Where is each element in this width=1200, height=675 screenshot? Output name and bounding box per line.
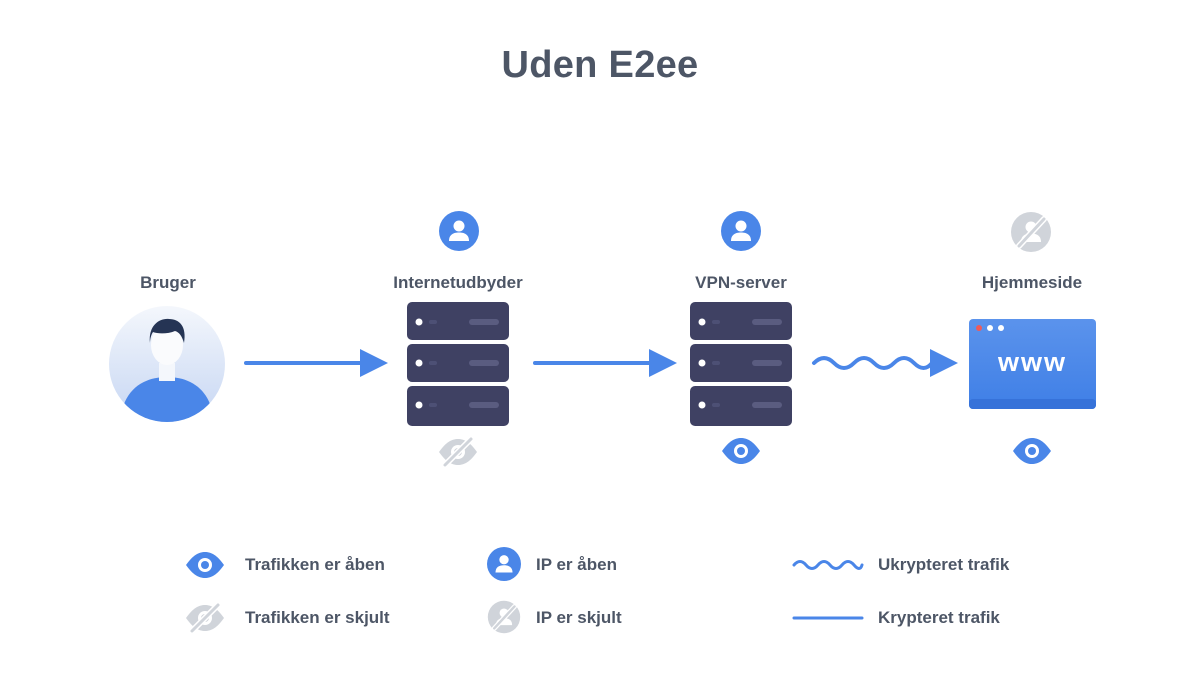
user-avatar xyxy=(109,306,225,422)
legend-ip-hidden-label: IP er skjult xyxy=(536,608,622,627)
legend-ip-open-label: IP er åben xyxy=(536,555,617,574)
legend-traffic-hidden-label: Trafikken er skjult xyxy=(245,608,390,627)
arrow-vpn-to-site xyxy=(812,349,958,377)
legend-ip-hidden-icon xyxy=(487,600,521,634)
traffic-hidden-icon xyxy=(439,436,477,468)
traffic-open-icon xyxy=(722,438,760,464)
legend-traffic-open-label: Trafikken er åben xyxy=(245,555,385,574)
website-www-text: www xyxy=(997,347,1067,377)
ip-hidden-icon xyxy=(1011,212,1051,252)
ip-open-icon xyxy=(721,211,761,251)
website-window-icon: www xyxy=(969,319,1096,409)
arrow-user-to-isp xyxy=(244,349,388,377)
ip-open-icon xyxy=(439,211,479,251)
legend-traffic-open-icon xyxy=(186,552,224,578)
isp-server-icon xyxy=(407,302,509,426)
arrow-isp-to-vpn xyxy=(533,349,677,377)
legend-traffic-hidden-icon xyxy=(186,602,224,634)
node-label-user: Bruger xyxy=(140,273,196,292)
legend-unencrypted-label: Ukrypteret trafik xyxy=(878,555,1010,574)
vpn-server-icon xyxy=(690,302,792,426)
browser-window-icon xyxy=(969,319,1096,409)
legend-encrypted-label: Krypteret trafik xyxy=(878,608,1000,627)
node-label-site: Hjemmeside xyxy=(981,273,1083,292)
node-label-vpn: VPN-server xyxy=(695,273,787,292)
legend-encrypted-line xyxy=(792,616,864,620)
diagram-title: Uden E2ee xyxy=(501,44,699,86)
node-label-isp: Internetudbyder xyxy=(393,273,523,292)
legend-unencrypted-line xyxy=(792,560,864,570)
legend-ip-open-icon xyxy=(487,547,521,581)
traffic-open-icon xyxy=(1013,438,1051,464)
